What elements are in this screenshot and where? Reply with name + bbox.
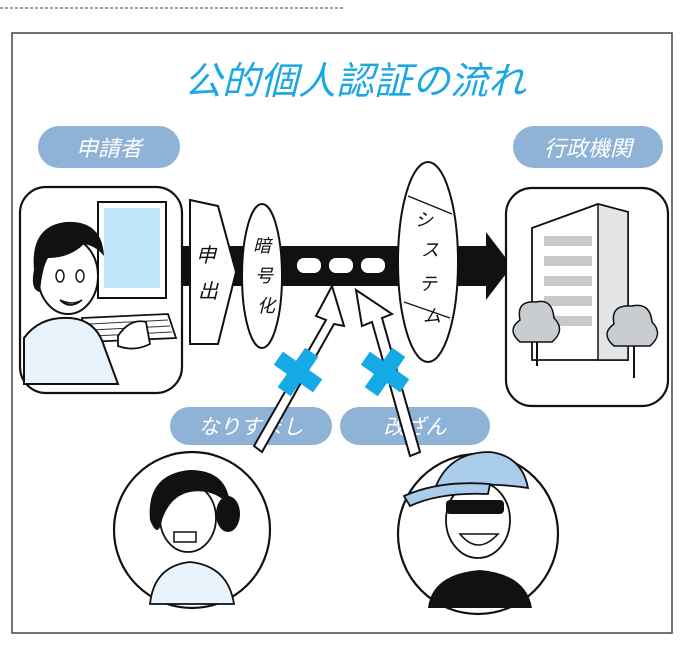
applicant-box [18, 185, 184, 395]
block-cross-icon [360, 347, 410, 397]
monitor-screen [104, 208, 160, 288]
form-char-1: 申 [196, 243, 218, 267]
encryption-block: 暗 号 化 [241, 203, 283, 349]
tamperer-circle [396, 451, 560, 616]
applicant-hand [117, 320, 152, 350]
applicant-label-text: 申請者 [76, 137, 145, 162]
encrypt-char-1: 暗 [253, 236, 273, 257]
block-cross-icon [273, 347, 323, 397]
impersonation-label-text: なりすまし [199, 415, 304, 439]
application-form-block: 申 出 [189, 198, 238, 345]
encrypt-char-2: 号 [255, 266, 274, 287]
government-label: 行政機関 [513, 126, 663, 168]
sunglasses-icon [446, 500, 504, 514]
applicant-person [23, 221, 152, 385]
signature-char-4: ム [423, 306, 441, 327]
applicant-label: 申請者 [38, 126, 180, 168]
signature-char-1: シ [415, 210, 434, 231]
government-label-text: 行政機関 [544, 137, 635, 162]
signature-block: シ ス テ ム [397, 161, 459, 363]
tree-icon [512, 300, 561, 366]
government-box [504, 186, 670, 408]
tree-icon [606, 304, 659, 378]
channel-dot [359, 256, 387, 275]
encrypt-char-3: 化 [257, 296, 277, 317]
impersonator-circle [112, 450, 272, 610]
channel-dot [295, 256, 323, 275]
form-char-2: 出 [198, 279, 219, 303]
diagram-title: 公的個人認証の流れ [184, 59, 527, 103]
signature-char-2: ス [421, 240, 439, 261]
signature-char-3: テ [419, 274, 438, 295]
impersonation-label: なりすまし [170, 407, 332, 445]
channel-dot [327, 256, 355, 275]
